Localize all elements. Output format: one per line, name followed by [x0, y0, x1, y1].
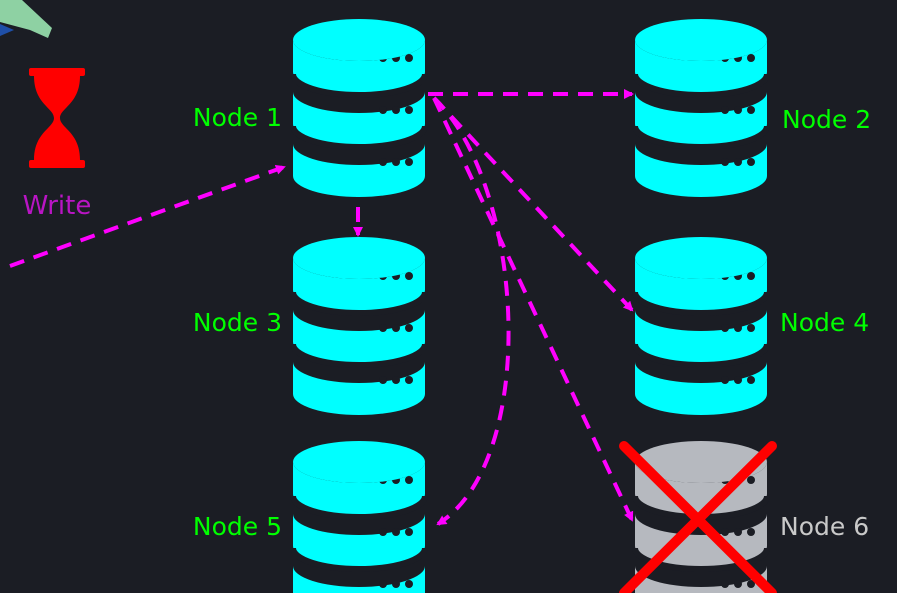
node-1[interactable]	[290, 19, 428, 197]
node-4-label: Node 4	[780, 308, 869, 337]
edge-node-1-node-6	[432, 97, 634, 522]
edge-node-1-node-4	[432, 96, 634, 312]
database-icon	[632, 19, 770, 197]
node-3-label: Node 3	[193, 308, 282, 337]
database-icon	[290, 19, 428, 197]
node-2[interactable]	[632, 19, 770, 197]
edges	[9, 89, 634, 526]
node-3[interactable]	[290, 237, 428, 415]
node-5[interactable]	[290, 441, 428, 593]
failed-x-icon	[619, 441, 777, 593]
write-label: Write	[23, 191, 92, 221]
node-5-label: Node 5	[193, 512, 282, 541]
node-1-label: Node 1	[193, 103, 282, 132]
hourglass-icon	[29, 68, 85, 168]
database-icon	[632, 237, 770, 415]
database-icon	[290, 441, 428, 593]
node-6-label: Node 6	[780, 512, 869, 541]
node-2-label: Node 2	[782, 105, 871, 134]
database-icon	[290, 237, 428, 415]
edge-node-1-node-5	[432, 96, 511, 526]
node-4[interactable]	[632, 237, 770, 415]
corner-shape-icon	[0, 0, 52, 38]
